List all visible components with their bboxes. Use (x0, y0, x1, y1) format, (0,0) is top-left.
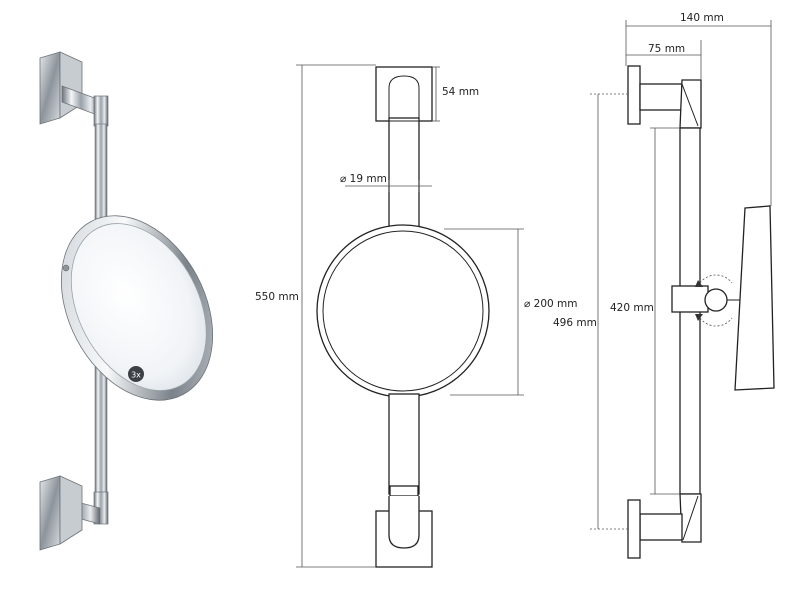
mount-distance-label: 496 mm (553, 317, 597, 329)
front-view: 54 mm ⌀ 19 mm ⌀ 200 mm 550 mm (255, 64, 578, 568)
bracket-depth-label: 75 mm (648, 43, 685, 55)
rod-diameter-label: ⌀ 19 mm (340, 173, 387, 185)
total-width-label: 140 mm (680, 12, 724, 24)
svg-text:3x: 3x (131, 371, 141, 380)
mirror-logo: 3x (128, 366, 144, 382)
product-photo: 3x (39, 51, 214, 551)
bracket-height-label: 54 mm (442, 86, 479, 98)
total-height-label: 550 mm (255, 291, 299, 303)
side-view: 140 mm 75 mm 420 mm 496 mm (553, 12, 775, 559)
rod-length-label: 420 mm (610, 302, 654, 314)
mirror-diameter-label: ⌀ 200 mm (524, 298, 578, 310)
